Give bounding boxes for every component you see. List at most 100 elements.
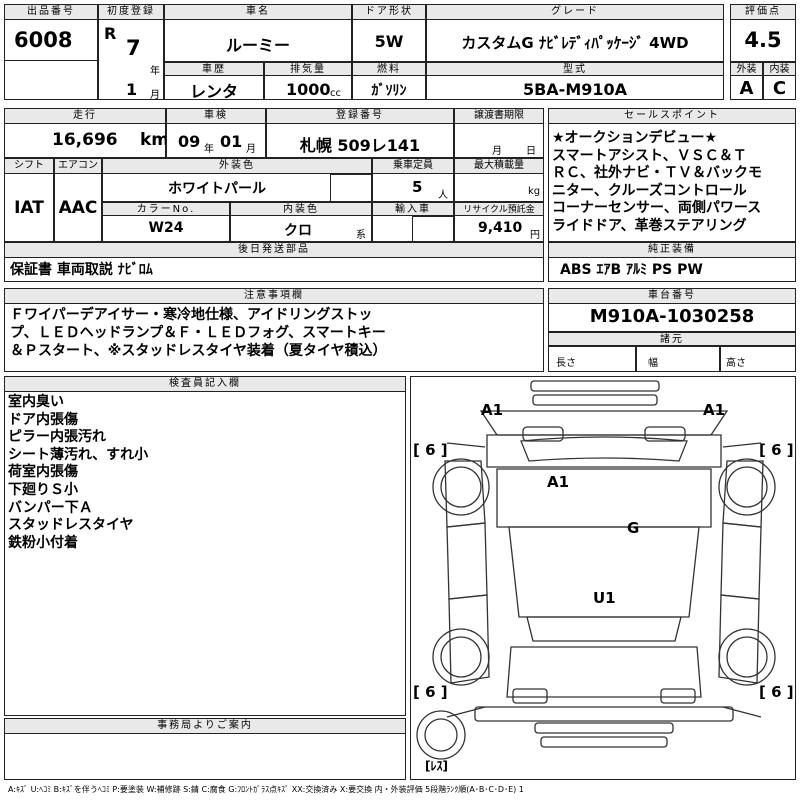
lot-blank	[4, 60, 98, 100]
ac-label: エアコン	[54, 158, 102, 174]
grade-label: グレード	[426, 4, 724, 20]
reg-year-unit: 年	[150, 66, 160, 77]
fuel: ｶﾞｿﾘﾝ	[371, 83, 407, 99]
color-no-label: カラーNo.	[102, 202, 230, 216]
dim-width-cell	[636, 346, 720, 372]
dim-height-cell	[720, 346, 796, 372]
inspector-line: ピラー内張汚れ	[8, 429, 106, 446]
later-parts: 保証書 車両取説 ﾅﾋﾞﾛﾑ	[10, 262, 153, 278]
displacement-label: 排気量	[264, 62, 352, 76]
sales-points-cell	[548, 108, 796, 242]
notes-line: プ、ＬＥＤヘッドランプ＆Ｆ・ＬＥＤフォグ、スマートキー	[10, 325, 386, 341]
plate: 札幌 509レ141	[299, 136, 421, 155]
type-label: 型式	[426, 62, 724, 76]
dim-width: 幅	[648, 358, 658, 369]
inspector-line: ドア内張傷	[8, 411, 78, 428]
dim-length: 長さ	[556, 358, 576, 369]
notes-label: 注意事項欄	[4, 288, 544, 304]
displacement-unit: cc	[330, 88, 341, 99]
dmg-front-left: A1	[481, 401, 504, 419]
recycle: 9,410	[478, 220, 523, 236]
inspector-line: スタッドレスタイヤ	[8, 517, 134, 534]
insp-month-unit: 月	[246, 144, 256, 155]
reg-year: 7	[126, 36, 141, 60]
type-code: 5BA-M910A	[522, 80, 628, 99]
legend: A:ｷｽﾞ U:ﾍｺﾐ B:ｷｽﾞを伴うﾍｺﾐ P:要塗装 W:補修跡 S:錆 …	[8, 785, 524, 794]
mileage-label: 走行	[4, 108, 166, 124]
color-sub-divider	[330, 174, 372, 202]
spare-tire: [ﾚｽ]	[425, 759, 448, 773]
score: 4.5	[744, 28, 782, 52]
car-diagram: A1 A1 [ 6 ] [ 6 ] A1 G U1 [ 6 ] [ 6 ] [ﾚ…	[410, 376, 796, 780]
fuel-label: 燃料	[352, 62, 426, 76]
color: ホワイトパール	[168, 181, 266, 197]
inspector-cell	[4, 376, 406, 716]
model: ルーミー	[225, 36, 290, 55]
sales-line: ★オークションデビュー★	[552, 130, 718, 146]
mileage: 16,696	[52, 130, 118, 150]
lot-no: 6008	[14, 28, 73, 52]
chassis-label: 車台番号	[548, 288, 796, 304]
load-label: 最大積載量	[454, 158, 544, 174]
capacity-label: 乗車定員	[372, 158, 454, 174]
history: レンタ	[189, 82, 238, 101]
notes-line: Ｆワイパーデアイサー・寒冷地仕様、アイドリングストッ	[10, 307, 373, 323]
ac: AAC	[58, 198, 98, 218]
grade: カスタムG ﾅﾋﾞﾚﾃﾞｨﾊﾟｯｹｰｼﾞ 4WD	[461, 34, 689, 52]
sales-line: スマートアシスト、ＶＳＣ＆Ｔ	[552, 147, 747, 164]
transfer-day-unit: 日	[526, 146, 536, 157]
capacity: 5	[412, 178, 423, 196]
notes-line: ＆Ｐスタート、※スタッドレスタイヤ装着（夏タイヤ積込）	[10, 343, 387, 359]
reg-month-unit: 月	[150, 90, 160, 101]
history-label: 車歴	[164, 62, 264, 76]
tire-rr: [ 6 ]	[759, 683, 794, 701]
sales-line: ニター、クルーズコントロール	[552, 182, 747, 199]
sales-points-label: セールスポイント	[548, 108, 796, 124]
exterior-label: 外装	[730, 62, 763, 76]
reg-month: 1	[126, 80, 138, 99]
inspector-text: 室内臭い ドア内張傷 ピラー内張汚れ シート薄汚れ、すれ小 荷室内張傷 下廻りＳ…	[8, 394, 403, 552]
inspector-line: 荷室内張傷	[8, 464, 78, 481]
int-color-label: 内装色	[230, 202, 372, 216]
equipment-label: 純正装備	[548, 242, 796, 258]
sales-line: ライドドア、革巻ステアリング	[552, 217, 747, 234]
first-reg-label: 初度登録	[98, 4, 164, 20]
exterior-grade: A	[739, 78, 754, 99]
inspector-line: 室内臭い	[8, 394, 64, 410]
dmg-right-side: G	[627, 519, 640, 537]
door-label: ドア形状	[352, 4, 426, 20]
color-no: W24	[148, 220, 184, 236]
dims-label: 諸元	[548, 332, 796, 346]
dmg-front-right: A1	[703, 401, 726, 419]
inspector-line: 鉄粉小付着	[8, 534, 78, 551]
inspector-line: バンパー下Ａ	[8, 499, 93, 516]
interior-label: 内装	[763, 62, 796, 76]
import-label: 輸入車	[372, 202, 454, 216]
sales-points-text: ★オークションデビュー★ スマートアシスト、ＶＳＣ＆Ｔ ＲＣ、社外ナビ・ＴＶ＆バ…	[552, 130, 792, 236]
notes-text: Ｆワイパーデアイサー・寒冷地仕様、アイドリングストッ プ、ＬＥＤヘッドランプ＆Ｆ…	[10, 306, 540, 360]
displacement: 1000	[286, 80, 331, 99]
tire-fr: [ 6 ]	[759, 441, 794, 459]
insp-year: 09	[178, 132, 201, 151]
office-label: 事務局よりご案内	[4, 718, 406, 734]
inspector-line: シート薄汚れ、すれ小	[8, 446, 149, 463]
sales-line: コーナーセンサー、両側パワース	[552, 200, 762, 217]
insp-month: 01	[220, 132, 243, 151]
color-label: 外装色	[102, 158, 372, 174]
door: 5W	[374, 32, 404, 51]
insp-year-unit: 年	[204, 144, 214, 155]
dmg-interior: U1	[593, 589, 616, 607]
recycle-label: リサイクル預託金	[454, 202, 544, 216]
capacity-unit: 人	[438, 190, 448, 201]
tire-fl: [ 6 ]	[413, 441, 448, 459]
inspector-line: 下廻りＳ小	[8, 481, 78, 498]
int-color-unit: 系	[356, 230, 366, 241]
interior-grade: C	[772, 78, 787, 99]
car-outline-svg	[416, 380, 776, 760]
first-reg-cell	[98, 4, 164, 100]
equipment: ABS ｴｱB ｱﾙﾐ PS PW	[560, 262, 703, 278]
dim-length-cell	[548, 346, 636, 372]
sales-line: ＲＣ、社外ナビ・ＴＶ＆バックモ	[552, 165, 762, 182]
dmg-roof: A1	[547, 473, 570, 491]
score-label: 評価点	[730, 4, 796, 20]
